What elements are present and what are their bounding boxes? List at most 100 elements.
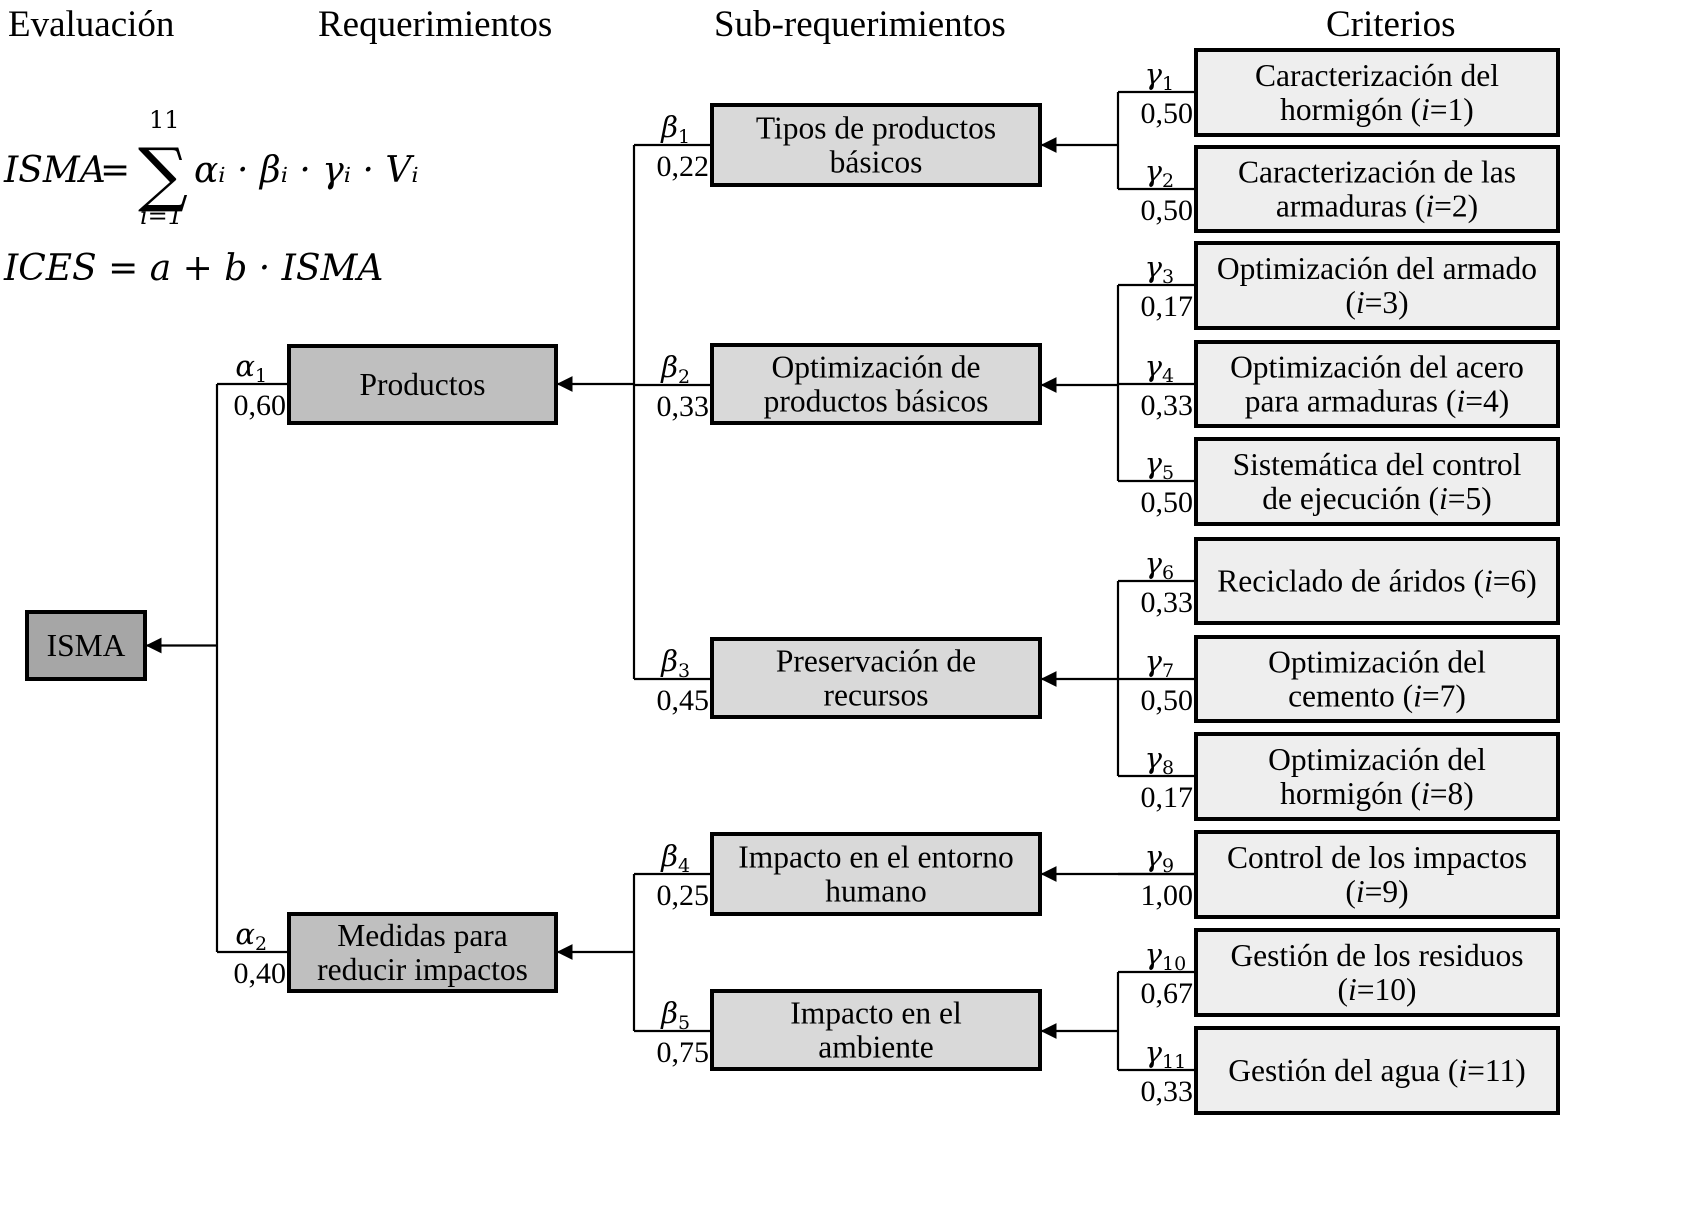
subrequirement-node-2-label-line-2: productos básicos [764,383,989,418]
criterion-node-10-label-line-1: Gestión de los residuos [1230,938,1523,973]
weight-alpha-1-value: 0,60 [234,389,287,422]
weight-beta-5-symbol: β [660,996,678,1030]
subrequirement-node-4-label-line-1: Impacto en el entorno [738,839,1014,874]
weight-gamma-9-index: 9 [1162,855,1174,877]
subrequirement-node-4-box [710,832,1042,916]
weight-gamma-2-value: 0,50 [1141,194,1194,227]
criterion-node-2-label-line-2: armaduras (i=2) [1276,188,1478,223]
subrequirement-node-1-label-line-2: básicos [830,144,923,179]
criterion-node-10-label-line-2: (i=10) [1337,972,1416,1007]
weight-gamma-9-symbol: γ [1145,839,1163,873]
weight-beta-3-value: 0,45 [657,684,710,717]
criterion-node-6-box [1194,537,1560,625]
criterion-node-9-box [1194,830,1560,919]
weight-beta-4-index: 4 [678,855,690,877]
weight-beta-1-value: 0,22 [657,150,710,183]
subrequirement-node-5-box [710,989,1042,1071]
requirement-node-2-box [287,912,558,993]
isma-formula-lhs: ISMA [3,150,106,191]
criterion-node-7-label-line-1: Optimización del [1268,644,1486,679]
weight-gamma-10-symbol: γ [1145,937,1163,971]
isma-sum-terms: αᵢ · βᵢ · γᵢ · Vᵢ [194,150,419,191]
criterion-node-5-label-line-1: Sistemática del control [1233,447,1522,482]
weight-alpha-1-symbol: α [235,349,255,383]
weight-gamma-5-symbol: γ [1145,446,1163,480]
weight-gamma-11-index: 11 [1162,1051,1186,1073]
weight-beta-4-value: 0,25 [657,879,710,912]
requirement-node-2-label-line-2: reducir impactos [317,952,528,987]
header-criteria: Criterios [1326,4,1455,45]
weight-gamma-7-value: 0,50 [1141,684,1194,717]
criterion-node-10: Gestión de los residuos(i=10) [1194,928,1560,1017]
weight-gamma-1-value: 0,50 [1141,97,1194,130]
criterion-node-1-label-line-2: hormigón (i=1) [1280,92,1474,127]
subrequirement-node-5-label-line-2: ambiente [818,1029,933,1064]
weight-gamma-4-index: 4 [1162,365,1174,387]
requirement-node-1-label-line-1: Productos [360,367,486,402]
weight-alpha-2-value: 0,40 [234,957,287,990]
header-evaluation: Evaluación [8,4,174,45]
weight-gamma-8-index: 8 [1162,757,1174,779]
subrequirement-node-3-box [710,637,1042,719]
weight-gamma-5-index: 5 [1162,462,1174,484]
weight-gamma-3-value: 0,17 [1141,290,1194,323]
weight-gamma-10-index: 10 [1162,953,1186,975]
summation-sign: ∑ [138,133,188,215]
criterion-node-8-label-line-1: Optimización del [1268,742,1486,777]
criterion-node-11-box [1194,1026,1560,1115]
header-requirements: Requerimientos [318,4,552,45]
weight-gamma-9-value: 1,00 [1141,879,1194,912]
weight-beta-1-index: 1 [678,126,690,148]
criterion-node-7-label-line-2: cemento (i=7) [1288,678,1466,713]
criterion-node-4-label-line-1: Optimización del acero [1230,349,1524,384]
requirement-node-1-box [287,344,558,425]
criterion-node-7-box [1194,635,1560,723]
weight-beta-2-symbol: β [660,350,678,384]
equals-sign: = [100,150,130,191]
weight-alpha-2-index: 2 [255,933,267,955]
subrequirement-node-5-label-line-1: Impacto en el [790,995,962,1030]
weight-gamma-11-value: 0,33 [1141,1075,1194,1108]
weight-gamma-11-symbol: γ [1145,1035,1163,1069]
criterion-node-11-label-line-1: Gestión del agua (i=11) [1228,1053,1525,1088]
weight-gamma-4-symbol: γ [1145,349,1163,383]
weight-gamma-10-value: 0,67 [1141,977,1194,1010]
criterion-node-8-label-line-2: hormigón (i=8) [1280,776,1474,811]
weight-alpha-1-index: 1 [255,365,267,387]
criterion-node-6-label-line-1: Reciclado de áridos (i=6) [1217,563,1537,598]
weight-gamma-1-symbol: γ [1145,57,1163,91]
criterion-node-6: Reciclado de áridos (i=6) [1194,537,1560,625]
criterion-node-3-label-line-1: Optimización del armado [1217,251,1537,286]
criterion-node-3-label-line-2: (i=3) [1345,285,1408,320]
weight-gamma-2-index: 2 [1162,170,1174,192]
weight-gamma-6-value: 0,33 [1141,586,1194,619]
isma-formula: ISMA = ∑ 11 i=1 αᵢ · βᵢ · γᵢ · Vᵢ [3,106,419,230]
ices-formula: ICES = a + b · ISMA [3,248,383,289]
subrequirement-node-4-label-line-2: humano [825,873,926,908]
weight-beta-3-index: 3 [678,660,690,682]
criterion-node-9-label-line-2: (i=9) [1345,874,1408,909]
subrequirement-node-1-box [710,103,1042,187]
criterion-node-10-box [1194,928,1560,1017]
subrequirement-node-3-label-line-2: recursos [824,677,929,712]
